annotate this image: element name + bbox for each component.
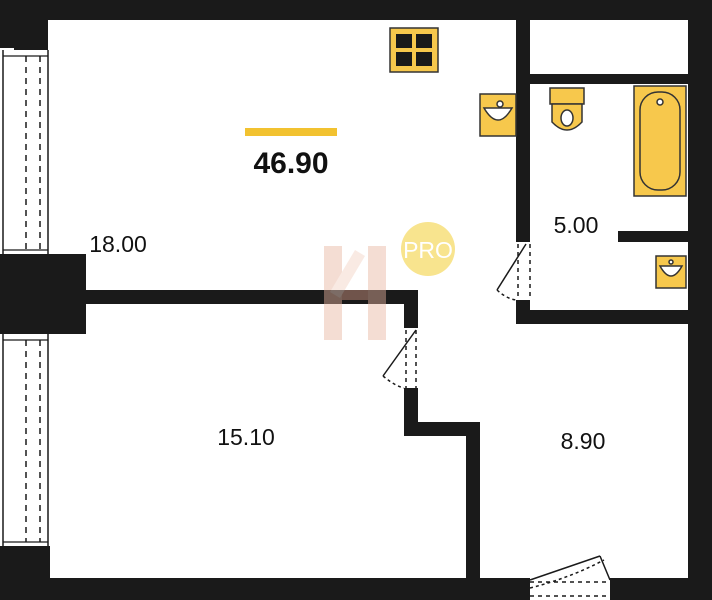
outer-wall-left-bottom [0, 546, 14, 600]
stove-icon [389, 27, 439, 73]
room-area-bedroom: 15.10 [217, 424, 275, 450]
wall-bedroom-right [466, 422, 480, 582]
wall-bedroom-step [404, 422, 480, 436]
pillar-bottom-left [14, 546, 50, 580]
room-area-bathroom: 5.00 [554, 212, 599, 238]
pro-badge-text: PRO [403, 237, 453, 263]
total-area-accent-bar [245, 128, 337, 136]
room-area-kitchen-living: 18.00 [89, 231, 147, 257]
door-entrance [529, 555, 611, 597]
pro-badge: PRO [401, 222, 455, 276]
toilet-icon [549, 87, 585, 131]
wall-bath-partition [618, 231, 690, 242]
wall-kitchen-bedroom [86, 290, 416, 304]
wall-bath-bottom [516, 310, 690, 324]
windows [2, 50, 49, 546]
outer-wall-left-mid [0, 254, 86, 334]
outer-wall-right [688, 0, 712, 600]
outer-wall-top [0, 0, 712, 20]
wall-bath-left-top [516, 20, 530, 242]
watermark-logo [324, 246, 386, 340]
total-area: 46.90 [253, 147, 328, 180]
wall-bath-top [526, 74, 690, 84]
kitchen-sink-icon [479, 93, 517, 137]
room-area-hallway: 8.90 [561, 428, 606, 454]
bath-sink-icon [655, 255, 687, 289]
outer-wall-bottom-right [610, 578, 712, 600]
window-left-bottom [2, 334, 49, 546]
outer-wall-bottom [0, 578, 530, 600]
outer-wall-left-top [0, 0, 14, 48]
window-left-top [2, 50, 49, 254]
pillar-top-left [14, 20, 48, 50]
doors [382, 243, 611, 597]
door-bedroom [382, 329, 417, 389]
wall-door-post-top [404, 290, 418, 328]
fixtures [389, 27, 687, 289]
bathtub-icon [633, 85, 687, 197]
door-bathroom [496, 243, 531, 301]
